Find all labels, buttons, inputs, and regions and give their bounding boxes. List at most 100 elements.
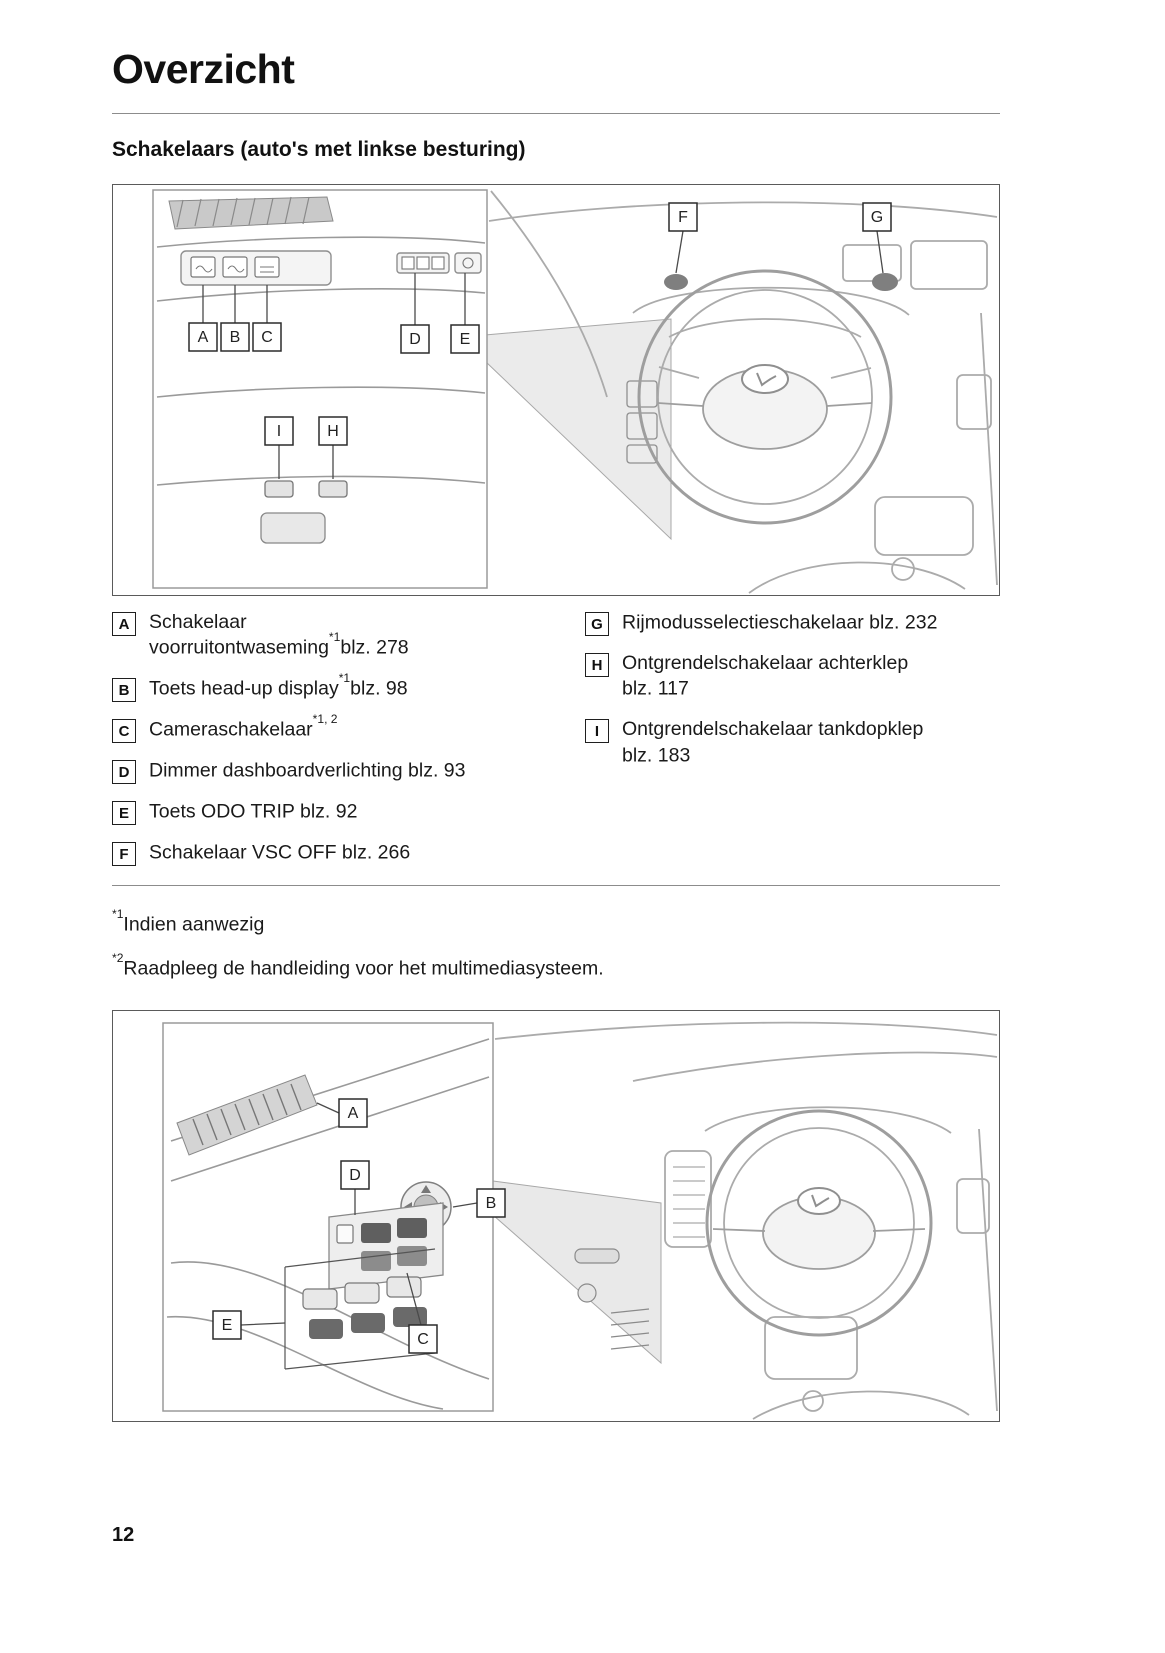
magnifier-cone xyxy=(492,1180,662,1364)
legend-label: Toets head-up display xyxy=(149,677,339,700)
footnote-1: *1Indien aanwezig xyxy=(112,907,1000,938)
dash-vent xyxy=(664,1149,712,1248)
leader-lines-inset xyxy=(202,273,466,479)
door-pull-handle xyxy=(574,1248,620,1264)
legend-column-left: A Schakelaar voorruitontwaseming*1blz. 2… xyxy=(112,610,585,881)
legend-item-h: H Ontgrendelschakelaar achterklep blz. 1… xyxy=(585,651,1000,702)
legend-key-h: H xyxy=(585,653,609,677)
figure-dashboard-switches: A B C D E xyxy=(112,184,1000,596)
legend-key-c: C xyxy=(112,719,136,744)
left-stalk xyxy=(658,366,700,379)
svg-text:C: C xyxy=(417,1331,429,1348)
legend-item-e: E Toets ODO TRIP blz. 92 xyxy=(112,799,585,826)
legend-sup: *1 xyxy=(338,670,351,685)
inset-detail-panel xyxy=(152,189,488,589)
door-grip-handle xyxy=(176,1074,318,1156)
rear-window-switches xyxy=(302,1276,427,1339)
section-title: Schakelaars (auto's met linkse besturing… xyxy=(112,138,526,161)
legend-item-d: D Dimmer dashboardverlichting blz. 93 xyxy=(112,758,585,785)
side-vent xyxy=(956,1177,990,1234)
footnotes: *1Indien aanwezig *2Raadpleeg de handlei… xyxy=(112,907,1000,982)
right-stalk xyxy=(830,367,872,379)
fig1-callout-labels: A B C D E xyxy=(188,202,892,446)
svg-text:A: A xyxy=(198,329,209,346)
callout-label-c: C xyxy=(252,322,282,352)
footnote-2-text: Raadpleeg de handleiding voor het multim… xyxy=(123,957,604,980)
legend-item-i: I Ontgrendelschakelaar tankdopklep blz. … xyxy=(585,717,1000,768)
fuel-door-release xyxy=(264,480,294,498)
legend-key-i: I xyxy=(585,719,609,744)
trunk-release xyxy=(318,480,348,498)
door-switches-illustration: A D B C E xyxy=(162,1021,998,1420)
legend-item-b: B Toets head-up display*1blz. 98 xyxy=(112,671,585,703)
front-window-switches xyxy=(361,1217,427,1271)
hood-release-lever xyxy=(260,512,326,544)
callout-label-f: F xyxy=(668,202,698,232)
footnote-2-marker: *2 xyxy=(112,950,124,965)
legend-sup: *1 xyxy=(328,629,341,644)
interior-scene xyxy=(488,190,998,594)
legend-suffix: blz. 98 xyxy=(350,677,408,700)
legend-item-a: A Schakelaar voorruitontwaseming*1blz. 2… xyxy=(112,610,585,661)
callout-label-e: E xyxy=(212,1310,242,1340)
nav-screen xyxy=(910,240,988,290)
legend-key-e: E xyxy=(112,801,136,826)
svg-text:G: G xyxy=(871,209,883,226)
drive-mode-knob xyxy=(872,273,898,291)
legend-text-i: Ontgrendelschakelaar tankdopklep blz. 18… xyxy=(622,717,923,768)
legend-text-d: Dimmer dashboardverlichting blz. 93 xyxy=(149,758,465,784)
legend-label: Ontgrendelschakelaar achterklep blz. 117 xyxy=(622,652,909,700)
callout-label-d: D xyxy=(340,1160,370,1190)
legend-column-right: G Rijmodusselectieschakelaar blz. 232 H … xyxy=(585,610,1000,881)
legend-text-e: Toets ODO TRIP blz. 92 xyxy=(149,799,357,825)
legend-label: Toets ODO TRIP blz. 92 xyxy=(149,800,358,823)
page-title: Overzicht xyxy=(112,46,295,92)
leader-lines-fg xyxy=(675,230,884,274)
svg-text:D: D xyxy=(349,1167,361,1184)
legend-divider xyxy=(112,885,1000,887)
dashboard-switches-illustration: A B C D E xyxy=(152,189,998,594)
callout-label-e: E xyxy=(450,324,480,354)
window-lock-button xyxy=(336,1224,354,1244)
footnote-2: *2Raadpleeg de handleiding voor het mult… xyxy=(112,951,1000,982)
legend-text-f: Schakelaar VSC OFF blz. 266 xyxy=(149,840,410,866)
steering-wheel xyxy=(705,1109,933,1337)
legend-label: Dimmer dashboardverlichting blz. 93 xyxy=(149,759,466,782)
legend-text-a: Schakelaar voorruitontwaseming*1blz. 278 xyxy=(149,610,409,661)
legend-item-f: F Schakelaar VSC OFF blz. 266 xyxy=(112,840,585,867)
header-divider xyxy=(112,113,1000,114)
fig2-callout-labels: A D B C E xyxy=(212,1098,506,1354)
legend-item-c: C Cameraschakelaar*1, 2 xyxy=(112,712,585,744)
window-switch-panel xyxy=(328,1202,444,1290)
legend-key-f: F xyxy=(112,842,136,867)
center-console xyxy=(874,496,974,556)
odo-trip-button xyxy=(454,252,482,274)
svg-text:I: I xyxy=(277,423,281,440)
callout-label-i: I xyxy=(264,416,294,446)
legend-key-g: G xyxy=(585,612,609,636)
center-display xyxy=(842,244,902,282)
legend-text-h: Ontgrendelschakelaar achterklep blz. 117 xyxy=(622,651,908,702)
lexus-emblem xyxy=(797,1186,841,1215)
callout-label-d: D xyxy=(400,324,430,354)
callout-label-b: B xyxy=(220,322,250,352)
inset-detail-panel xyxy=(162,1022,494,1412)
legend-key-d: D xyxy=(112,760,136,785)
callout-label-b: B xyxy=(476,1188,506,1218)
legend-label: Rijmodusselectieschakelaar blz. 232 xyxy=(622,611,938,634)
legend-text-g: Rijmodusselectieschakelaar blz. 232 xyxy=(622,610,937,636)
legend-key-b: B xyxy=(112,678,136,703)
svg-text:F: F xyxy=(678,209,688,226)
interior-scene xyxy=(494,1021,998,1420)
svg-text:H: H xyxy=(327,423,339,440)
legend: A Schakelaar voorruitontwaseming*1blz. 2… xyxy=(112,610,1000,881)
svg-text:E: E xyxy=(222,1317,233,1334)
svg-text:B: B xyxy=(486,1195,497,1212)
legend-sup: *1, 2 xyxy=(312,711,338,726)
dash-vent-slats xyxy=(168,196,334,230)
vsc-off-switch xyxy=(664,274,688,290)
footnote-1-marker: *1 xyxy=(112,906,124,921)
svg-text:B: B xyxy=(230,329,241,346)
callout-label-c: C xyxy=(408,1324,438,1354)
